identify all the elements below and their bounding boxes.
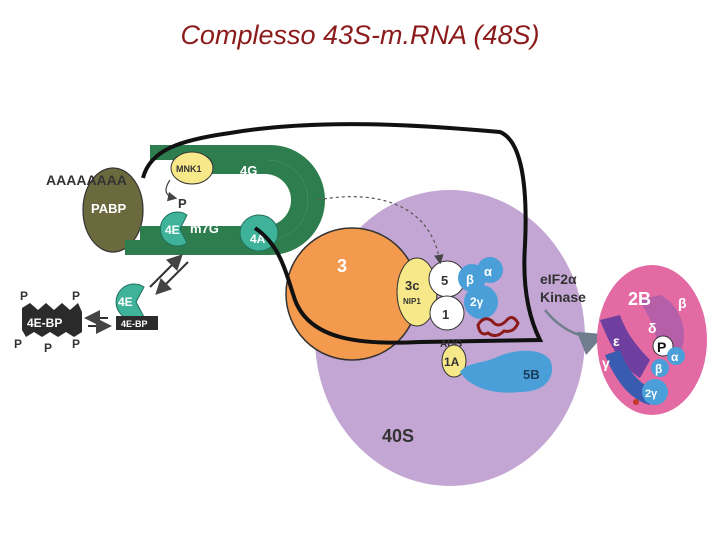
- eif2b-delta-label: δ: [648, 320, 657, 336]
- kinase-label-line1: eIF2α: [540, 271, 577, 287]
- met-trna-shape: [476, 316, 520, 338]
- equilibrium-arrow-down: [155, 261, 189, 295]
- eif5-label: 5: [441, 273, 448, 288]
- eif4e-bp-small-shape: [116, 316, 158, 330]
- bp-phospho-4: P: [44, 341, 52, 355]
- eif5b-label: 5B: [523, 367, 540, 382]
- nip1-label: NIP1: [403, 297, 421, 306]
- eif1a-label: 1A: [444, 355, 460, 369]
- scanning-arrow: [317, 196, 444, 265]
- eif1-shape: [429, 295, 465, 331]
- eif2b-beta-sub-label: β: [655, 362, 662, 376]
- eif2b-alpha-label: α: [671, 350, 679, 364]
- eif4g-inner: [140, 160, 308, 240]
- bp-phospho-3: P: [14, 337, 22, 351]
- eif4e-label: 4E: [165, 223, 180, 237]
- eif2b-beta-sub: [651, 359, 669, 377]
- eif4e-bp-shape: [22, 303, 82, 337]
- eif1a-shape: [441, 344, 467, 378]
- eif2-alpha-label: α: [484, 264, 492, 279]
- eif2-alpha-shape: [477, 257, 503, 283]
- kinase-label-line2: Kinase: [540, 289, 586, 305]
- eif3-label: 3: [337, 256, 347, 276]
- eif2-gamma-shape: [464, 285, 498, 319]
- bp-phospho-2: P: [72, 289, 80, 303]
- pabp-label: PABP: [91, 201, 126, 216]
- eif5b-shape: [460, 350, 553, 393]
- eif1-label: 1: [442, 307, 449, 322]
- phospho-arrow: [165, 179, 178, 202]
- eif2b-gamma-region: [605, 350, 650, 405]
- bp-phospho-1: P: [20, 289, 28, 303]
- eif2-gamma-label: 2γ: [470, 295, 484, 309]
- eif2b-red-dot: [633, 399, 639, 405]
- eif4e-bp-small-label: 4E-BP: [121, 319, 148, 329]
- mnk1-shape: [170, 151, 214, 185]
- polya-tail: AAAAAAAA: [46, 172, 127, 188]
- mnk1-label: MNK1: [176, 164, 202, 174]
- eif2b-delta-region: [640, 295, 684, 355]
- eif2b-beta-label: β: [678, 295, 687, 311]
- cap-label: m7G: [190, 221, 219, 236]
- eif2b-gamma-sub: [642, 379, 668, 405]
- eif2-p-shape: [652, 335, 674, 357]
- eif2b-epsilon-label: ε: [613, 333, 620, 349]
- ribosome-40s-label: 40S: [382, 426, 414, 446]
- pabp-shape: [82, 167, 144, 253]
- eif4e-free-label: 4E: [118, 295, 133, 309]
- eif4g-label: 4G: [240, 163, 257, 178]
- mrna-strand: [141, 122, 544, 345]
- slide-title: Complesso 43S-m.RNA (48S): [180, 20, 540, 50]
- eif2b-alpha-sub: [667, 347, 685, 365]
- equilibrium-arrow-up: [149, 254, 183, 288]
- eif4e-shape: [159, 211, 188, 247]
- eif3c-label: 3c: [405, 278, 419, 293]
- phospho-label: P: [178, 196, 187, 211]
- eif2b-epsilon-region: [600, 315, 650, 378]
- eif2b-label: 2B: [628, 289, 651, 309]
- eif2-beta-label: β: [466, 272, 474, 287]
- eif4g-shape: [125, 145, 325, 255]
- kinase-arrow: [544, 309, 605, 356]
- aug-label: AUG: [440, 339, 462, 350]
- eif4e-bp-label: 4E-BP: [27, 316, 62, 330]
- eif2-p-label: P: [657, 339, 666, 355]
- eif2b-gamma-sub-label: 2γ: [645, 388, 658, 400]
- eif2b-gamma-label: γ: [602, 355, 610, 371]
- bp-phospho-5: P: [72, 337, 80, 351]
